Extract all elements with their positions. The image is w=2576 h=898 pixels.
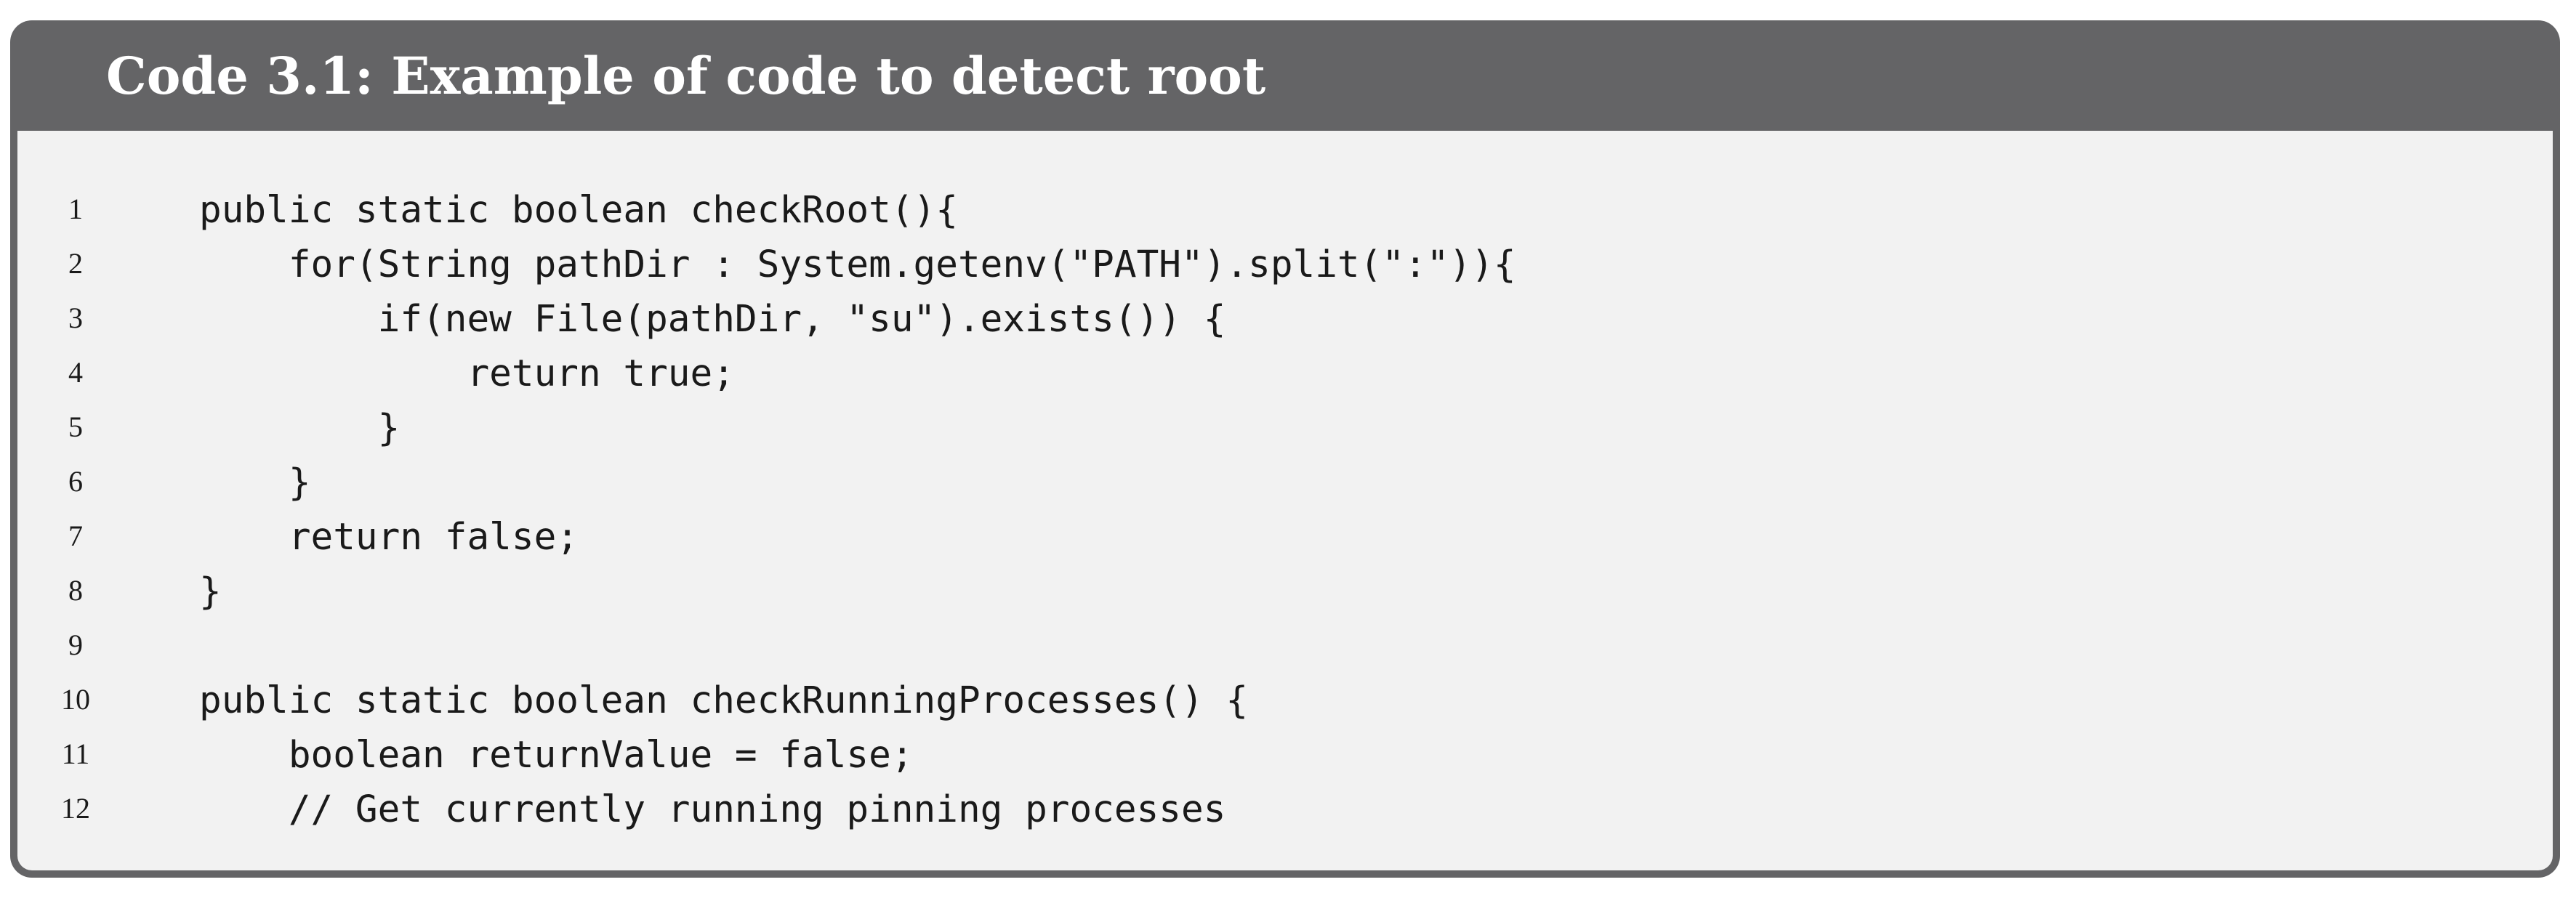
line-number: 4 [68,356,83,389]
code-line: 3 if(new File(pathDir, "su").exists()) { [17,292,2553,347]
line-code: public static boolean checkRunningProces… [199,679,1249,722]
code-line: 11 boolean returnValue = false; [17,728,2553,782]
line-number: 1 [68,193,83,225]
code-line: 5 } [17,401,2553,456]
line-number: 9 [68,628,83,661]
line-number: 11 [61,737,90,770]
code-listing-body: 1 public static boolean checkRoot(){ 2 f… [17,131,2553,870]
code-line: 2 for(String pathDir : System.getenv("PA… [17,238,2553,292]
code-listing-header: Code 3.1: Example of code to detect root [10,20,2560,131]
code-line: 8 } [17,565,2553,619]
line-code: } [199,461,311,504]
code-listing-title: Code 3.1: Example of code to detect root [106,45,1266,106]
line-number: 8 [68,574,83,607]
code-lines: 1 public static boolean checkRoot(){ 2 f… [17,183,2553,837]
code-listing-box: Code 3.1: Example of code to detect root… [10,20,2560,878]
line-number: 12 [61,792,90,825]
line-code: return false; [199,516,579,559]
line-code: public static boolean checkRoot(){ [199,189,958,232]
line-code: } [199,407,401,450]
line-number: 7 [68,519,83,552]
line-number: 3 [68,302,83,334]
code-line: 9 [17,619,2553,674]
line-number: 10 [61,683,90,716]
line-number: 6 [68,465,83,498]
line-number: 2 [68,247,83,280]
code-line: 6 } [17,456,2553,510]
line-code: return true; [199,352,735,395]
code-line: 7 return false; [17,510,2553,565]
line-code: // Get currently running pinning process… [199,788,1226,831]
code-line: 10 public static boolean checkRunningPro… [17,674,2553,728]
line-code: } [199,570,222,613]
line-code: for(String pathDir : System.getenv("PATH… [199,243,1516,286]
code-line: 4 return true; [17,347,2553,401]
code-line: 12 // Get currently running pinning proc… [17,782,2553,837]
line-number: 5 [68,410,83,443]
code-line: 1 public static boolean checkRoot(){ [17,183,2553,238]
line-code: if(new File(pathDir, "su").exists()) { [199,298,1226,341]
line-code: boolean returnValue = false; [199,734,914,777]
